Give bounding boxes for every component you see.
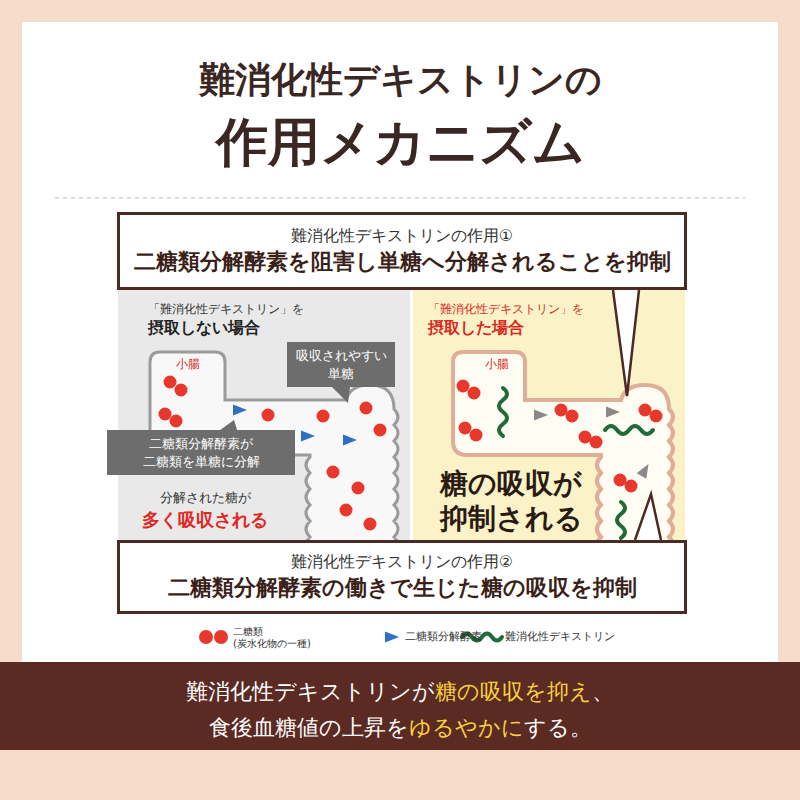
callout-text: 二糖類分解酵素を阻害し単糖へ分解されることを抑制 bbox=[130, 247, 674, 277]
panel: 「難消化性デキストリン」を摂取した場合糖の吸収が 抑制される 小腸 bbox=[413, 290, 685, 540]
disaccharide-dot bbox=[468, 387, 481, 400]
panel-heading: 「難消化性デキストリン」を bbox=[148, 302, 368, 318]
blocked-enzyme bbox=[534, 409, 548, 420]
disaccharide-dot bbox=[625, 480, 638, 493]
callout-box: 難消化性デキストリンの作用②二糖類分解酵素の働きで生じた糖の吸収を抑制 bbox=[117, 540, 687, 614]
disaccharide-dot bbox=[650, 410, 663, 423]
disaccharide-dot bbox=[170, 415, 183, 428]
callout-tail bbox=[613, 290, 639, 396]
disaccharide-dot bbox=[175, 384, 188, 397]
legend-text: 難消化性デキストリン bbox=[505, 630, 645, 643]
panel-heading: 「難消化性デキストリン」を bbox=[428, 302, 648, 318]
monosaccharide-dot bbox=[262, 409, 275, 422]
blocked-enzyme bbox=[606, 406, 620, 417]
panel: 「難消化性デキストリン」を摂取しない場合分解された糖が多く吸収される 吸収されやす… bbox=[118, 290, 410, 540]
callout-text: 二糖類分解酵素の働きで生じた糖の吸収を抑制 bbox=[130, 573, 674, 603]
callout-box: 難消化性デキストリンの作用①二糖類分解酵素を阻害し単糖へ分解されることを抑制 bbox=[117, 212, 687, 290]
summary-text: 難消化性デキストリンが bbox=[186, 679, 435, 704]
legend-text: 二糖類分解酵素 bbox=[405, 630, 515, 643]
legend-sample bbox=[385, 631, 399, 642]
legend-swatch bbox=[214, 630, 228, 644]
bubble-text: 吸収されやすい 単糖 bbox=[294, 347, 388, 382]
part-label: 小腸 bbox=[176, 356, 200, 373]
enzyme-triangle bbox=[343, 434, 357, 445]
summary-text: 、 bbox=[592, 679, 614, 704]
blocked-enzyme bbox=[637, 461, 654, 479]
title: 難消化性デキストリンの 作用メカニズム bbox=[170, 40, 630, 175]
enzyme-triangle bbox=[301, 430, 315, 441]
enzyme-triangle bbox=[233, 404, 247, 415]
disaccharide-dot bbox=[470, 429, 483, 442]
summary-text: する。 bbox=[524, 715, 592, 740]
monosaccharide-dot bbox=[327, 466, 340, 479]
bubble-tail bbox=[332, 387, 350, 403]
monosaccharide-dot bbox=[374, 424, 387, 437]
white-card bbox=[22, 22, 778, 662]
monosaccharide-dot bbox=[340, 504, 353, 517]
legend-swatch bbox=[199, 630, 213, 644]
callout-heading: 難消化性デキストリンの作用② bbox=[130, 551, 674, 573]
summary-highlight: ゆるやかに bbox=[409, 715, 524, 740]
speech-bubble: 二糖類分解酵素が 二糖類を単糖に分解 bbox=[107, 430, 295, 475]
legend-swatch bbox=[385, 631, 399, 642]
dashed-rule bbox=[55, 197, 745, 199]
disaccharide-dot bbox=[555, 404, 568, 417]
bubble-text: 二糖類分解酵素が 二糖類を単糖に分解 bbox=[114, 435, 288, 470]
disaccharide-dot bbox=[159, 408, 172, 421]
dextrin-wave bbox=[499, 388, 507, 436]
panel-heading: 摂取した場合 bbox=[428, 318, 648, 339]
callout-tail-outline bbox=[635, 494, 661, 540]
disaccharide-dot bbox=[639, 404, 652, 417]
part-label: 小腸 bbox=[485, 356, 509, 373]
disaccharide-dot bbox=[459, 422, 472, 435]
callout-tail-outline bbox=[613, 290, 639, 396]
summary-band: 難消化性デキストリンが糖の吸収を抑え、食後血糖値の上昇をゆるやかにする。 bbox=[0, 662, 800, 750]
legend-sample bbox=[199, 630, 228, 644]
disaccharide-dot bbox=[164, 376, 177, 389]
dextrin-wave bbox=[617, 502, 625, 538]
disaccharide-dot bbox=[457, 380, 470, 393]
monosaccharide-dot bbox=[352, 482, 365, 495]
callout-tail bbox=[635, 494, 661, 540]
panel-note: 多く吸収される bbox=[130, 508, 280, 531]
summary-text: 食後血糖値の上昇を bbox=[209, 715, 409, 740]
summary-highlight: 糖の吸収を抑え bbox=[435, 679, 592, 704]
monosaccharide-dot bbox=[317, 410, 330, 423]
disaccharide-dot bbox=[590, 436, 603, 449]
panel-heading: 摂取しない場合 bbox=[148, 318, 368, 339]
monosaccharide-dot bbox=[364, 518, 377, 531]
dextrin-wave bbox=[605, 426, 653, 434]
speech-bubble: 吸収されやすい 単糖 bbox=[287, 342, 395, 387]
disaccharide-dot bbox=[566, 410, 579, 423]
disaccharide-dot bbox=[614, 474, 627, 487]
legend-text: 二糖類 (炭水化物の一種) bbox=[233, 626, 333, 650]
monosaccharide-dot bbox=[360, 402, 373, 415]
callout-heading: 難消化性デキストリンの作用① bbox=[130, 225, 674, 247]
panel-message: 糖の吸収が 抑制される bbox=[439, 466, 583, 536]
panel-note: 分解された糖が bbox=[130, 490, 280, 507]
